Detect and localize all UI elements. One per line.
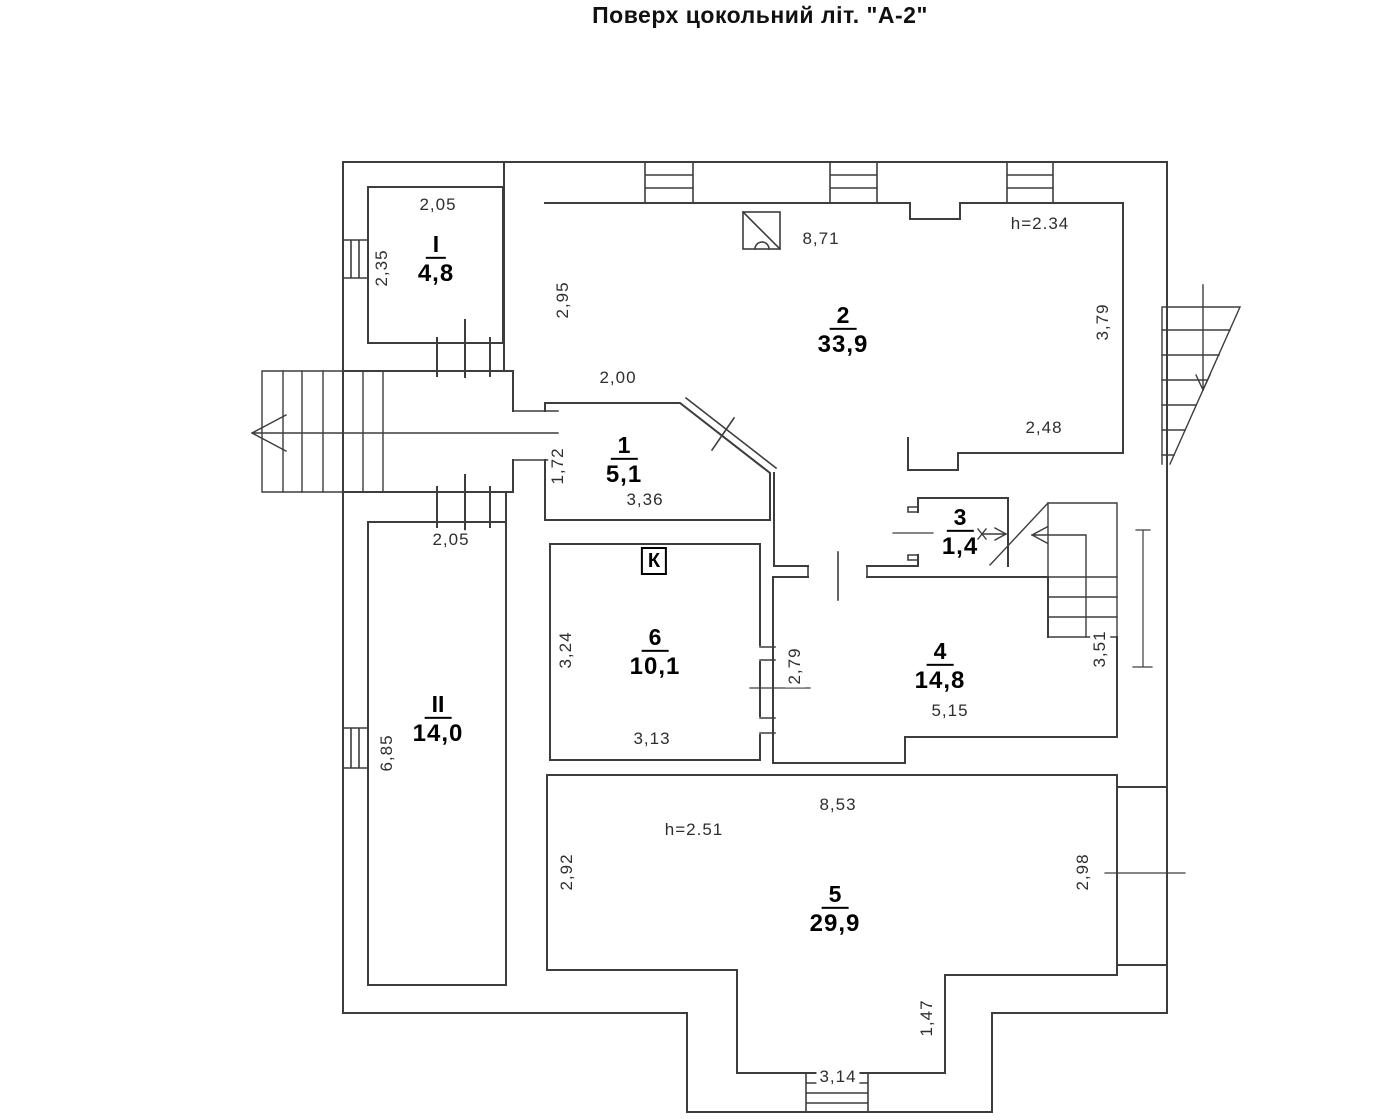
- kitchen-tag: К: [640, 547, 668, 575]
- entrance-stairs-left: [261, 370, 384, 493]
- dim-label: 3,79: [1093, 300, 1113, 344]
- room-label-1: 1 5,1: [606, 433, 642, 487]
- room-label-I: I 4,8: [418, 232, 454, 286]
- room-area: 33,9: [817, 330, 869, 358]
- door-jambs: [512, 410, 868, 734]
- dim-label: 2,00: [596, 368, 640, 388]
- dim-label: 1,47: [917, 996, 937, 1040]
- room-label-2: 2 33,9: [818, 303, 869, 357]
- dim-label: 3,36: [623, 490, 667, 510]
- dim-label: 8,71: [799, 229, 843, 249]
- room-label-5: 5 29,9: [810, 882, 861, 936]
- ceiling-height-label: h=2.34: [1007, 214, 1073, 234]
- dim-label: 3,24: [556, 628, 576, 672]
- exit-arrow: [251, 414, 559, 452]
- room-number: 2: [829, 303, 857, 330]
- dim-label: 3,14: [816, 1067, 860, 1087]
- dim-label: 1,72: [548, 444, 568, 488]
- dim-label: 2,05: [429, 530, 473, 550]
- dim-label: 6,85: [377, 731, 397, 775]
- dim-label: 2,92: [557, 850, 577, 894]
- room-number: 6: [641, 625, 669, 652]
- dim-label: 3,51: [1090, 627, 1110, 671]
- room-number: I: [425, 232, 447, 259]
- page-title: Поверх цокольний літ. "А-2": [592, 2, 928, 28]
- dim-label: 2,05: [416, 195, 460, 215]
- door-direction-arrow: [977, 527, 1007, 541]
- room-area: 14,8: [914, 666, 966, 694]
- internal-stairs: [989, 502, 1118, 638]
- dim-label: 2,79: [785, 644, 805, 688]
- stairs-down-arrow: [1195, 284, 1211, 391]
- room-label-II: II 14,0: [413, 692, 464, 746]
- room-number: II: [424, 692, 452, 719]
- room-area: 29,9: [809, 909, 861, 937]
- room-number: 3: [946, 505, 974, 532]
- room-label-3: 3 1,4: [942, 505, 978, 559]
- room-area: 1,4: [941, 532, 979, 560]
- dimension-lines: [749, 529, 1186, 874]
- room-area: 4,8: [417, 259, 455, 287]
- room-number: 4: [926, 639, 954, 666]
- dim-label: 2,35: [372, 246, 392, 290]
- exterior-stairs-right: [1161, 306, 1242, 465]
- dim-label: 2,98: [1073, 850, 1093, 894]
- room-label-6: 6 10,1: [630, 625, 681, 679]
- stairs-up-arrow: [1031, 526, 1087, 638]
- room-number: 1: [610, 433, 638, 460]
- ceiling-height-label: h=2.51: [661, 820, 727, 840]
- dim-label: 2,95: [553, 278, 573, 322]
- room-number: 5: [821, 882, 849, 909]
- vent-symbol: [741, 210, 782, 251]
- dim-label: 2,48: [1022, 418, 1066, 438]
- dim-label: 5,15: [928, 701, 972, 721]
- room-label-4: 4 14,8: [915, 639, 966, 693]
- room-area: 10,1: [629, 652, 681, 680]
- room-area: 14,0: [412, 719, 464, 747]
- dim-label: 8,53: [816, 795, 860, 815]
- walls: [342, 161, 1168, 1113]
- room-area: 5,1: [605, 460, 643, 488]
- dim-label: 3,13: [630, 729, 674, 749]
